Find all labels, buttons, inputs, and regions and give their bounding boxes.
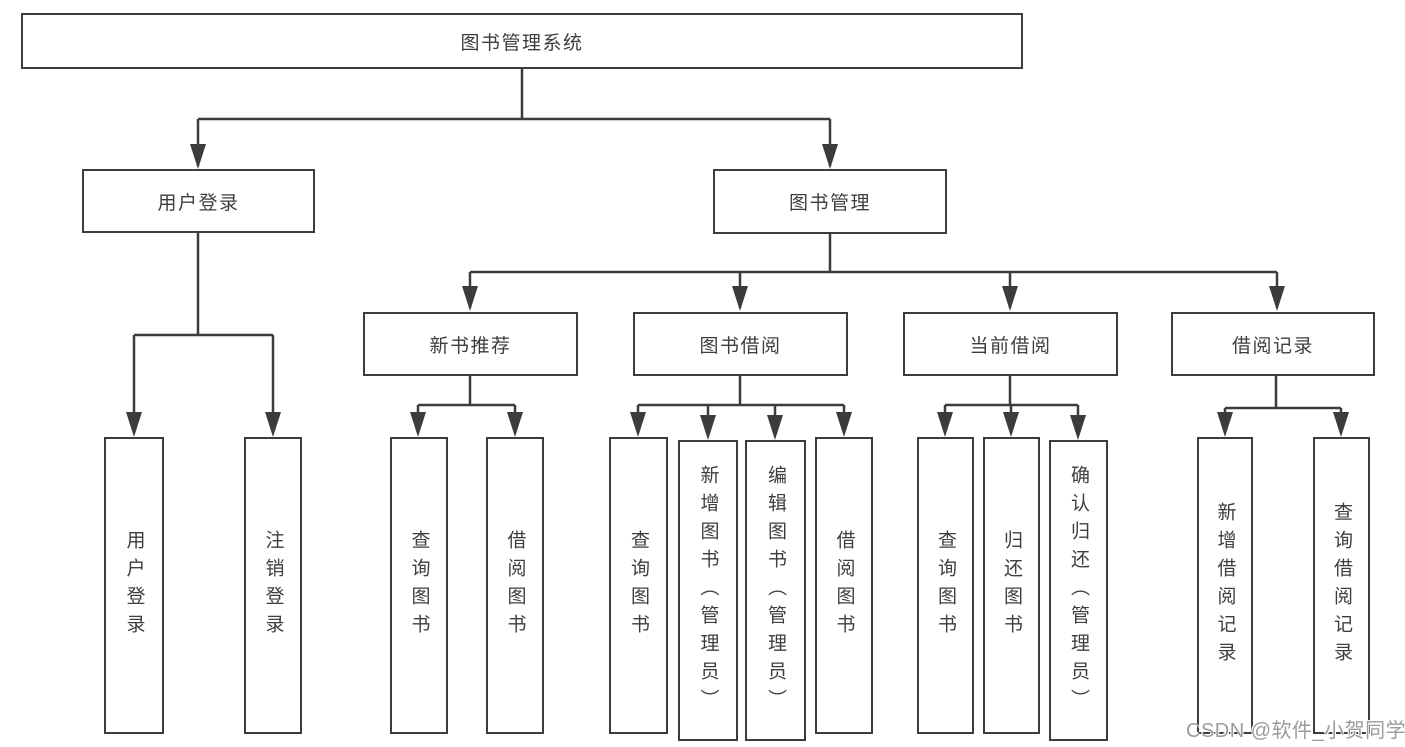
node-leaf-confirm-return-admin: 确认归还（管理员）	[1049, 440, 1108, 741]
arrowhead	[937, 412, 953, 437]
leaf-label: 查询图书	[935, 529, 956, 642]
arrowhead	[126, 412, 142, 437]
node-leaf-query-book-3: 查询图书	[917, 437, 974, 734]
node-book-management-system: 图书管理系统	[21, 13, 1023, 69]
arrowhead	[1217, 412, 1233, 437]
leaf-label: 新增借阅记录	[1214, 501, 1236, 670]
arrowhead	[265, 412, 281, 437]
leaf-label: 借阅图书	[833, 529, 855, 642]
arrowhead	[507, 412, 523, 437]
leaf-label: 确认归还（管理员）	[1068, 464, 1089, 717]
node-user-login: 用户登录	[82, 169, 315, 233]
node-leaf-add-borrow-record: 新增借阅记录	[1197, 437, 1253, 734]
node-leaf-return-book: 归还图书	[983, 437, 1040, 734]
node-leaf-query-book-1: 查询图书	[390, 437, 448, 734]
arrowhead	[822, 144, 838, 169]
arrowhead	[1002, 286, 1018, 311]
arrowhead	[1333, 412, 1349, 437]
node-leaf-query-book-2: 查询图书	[609, 437, 668, 734]
node-book-management: 图书管理	[713, 169, 947, 234]
node-leaf-logout-login: 注销登录	[244, 437, 302, 734]
leaf-label: 归还图书	[1001, 529, 1022, 642]
arrowhead	[732, 286, 748, 311]
leaf-label: 注销登录	[262, 529, 284, 642]
node-leaf-query-borrow-record: 查询借阅记录	[1313, 437, 1370, 734]
arrowhead	[767, 415, 783, 440]
leaf-label: 查询图书	[628, 529, 649, 642]
node-borrow-record: 借阅记录	[1171, 312, 1375, 376]
arrowhead	[410, 412, 426, 437]
leaf-label: 借阅图书	[504, 529, 526, 642]
arrowhead	[462, 286, 478, 311]
node-leaf-add-book-admin: 新增图书（管理员）	[678, 440, 738, 741]
arrowhead	[1003, 412, 1019, 437]
leaf-label: 查询借阅记录	[1331, 501, 1352, 670]
arrowhead	[1269, 286, 1285, 311]
leaf-label: 编辑图书（管理员）	[765, 464, 786, 717]
leaf-label: 用户登录	[123, 529, 145, 642]
arrowhead	[836, 412, 852, 437]
connector-lines	[132, 69, 1343, 435]
leaf-label: 新增图书（管理员）	[697, 464, 719, 717]
node-leaf-user-login: 用户登录	[104, 437, 164, 734]
node-current-borrow: 当前借阅	[903, 312, 1118, 376]
arrowhead	[630, 412, 646, 437]
node-new-book-recommend: 新书推荐	[363, 312, 578, 376]
arrowhead	[700, 415, 716, 440]
csdn-watermark: CSDN @软件_小贺同学	[1186, 720, 1405, 742]
leaf-label: 查询图书	[408, 529, 430, 642]
node-book-borrow: 图书借阅	[633, 312, 848, 376]
node-leaf-borrow-book-2: 借阅图书	[815, 437, 873, 734]
arrowhead	[190, 144, 206, 169]
arrowhead	[1070, 415, 1086, 440]
node-leaf-borrow-book-1: 借阅图书	[486, 437, 544, 734]
arrowheads	[126, 144, 1349, 440]
node-leaf-edit-book-admin: 编辑图书（管理员）	[745, 440, 806, 741]
